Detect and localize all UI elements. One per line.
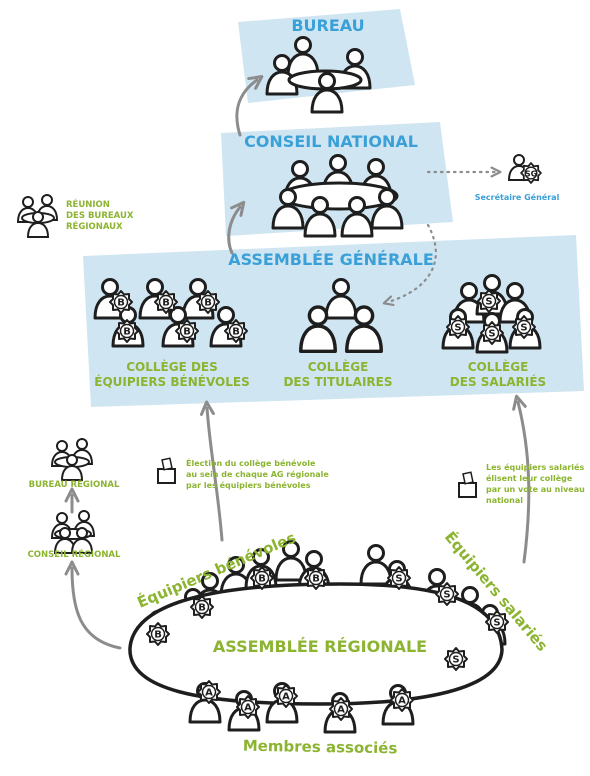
badge-icon: S	[387, 566, 411, 590]
svg-text:S: S	[520, 323, 527, 334]
bureau-regional-label: BUREAU RÉGIONAL	[29, 478, 120, 490]
reunion-bureaux-icon	[17, 194, 58, 238]
arrow-icon	[227, 200, 246, 255]
reunion-line3: RÉGIONAUX	[66, 220, 123, 232]
svg-text:S: S	[452, 655, 459, 666]
badge-icon: A	[329, 697, 353, 721]
college-benevoles-line2: ÉQUIPIERS BÉNÉVOLES	[94, 374, 249, 389]
badge-icon: B	[224, 319, 248, 343]
svg-text:B: B	[232, 327, 240, 338]
svg-text:S: S	[488, 329, 495, 340]
svg-text:A: A	[337, 705, 345, 716]
ballot-box-icon	[458, 471, 477, 498]
ballot-box-icon	[157, 457, 176, 484]
assemblee-regionale-title: ASSEMBLÉE RÉGIONALE	[213, 637, 427, 656]
bureau-regional-icon	[51, 438, 93, 481]
badge-icon: B	[190, 595, 214, 619]
arrow-icon	[199, 400, 224, 542]
election-salaries-line3: par un vote au niveau	[486, 485, 585, 494]
election-salaries-line4: national	[486, 496, 523, 505]
badge-icon: S	[485, 610, 509, 634]
college-salaries-line2: DES SALARIÉS	[450, 374, 546, 389]
badge-icon: A	[197, 680, 221, 704]
college-titulaires-line1: COLLÈGE	[308, 359, 369, 374]
badge-icon: B	[304, 566, 328, 590]
election-benevole-line2: au sein de chaque AG régionale	[186, 469, 329, 479]
college-salaries-line1: COLLÈGE	[468, 359, 529, 374]
svg-text:A: A	[282, 692, 290, 703]
badge-icon: A	[236, 695, 260, 719]
badge-icon: S	[480, 321, 504, 345]
election-benevole-line3: par les équipiers bénévoles	[186, 480, 311, 490]
svg-text:S: S	[485, 297, 492, 308]
badge-icon: B	[115, 319, 139, 343]
conseil-national-title: CONSEIL NATIONAL	[244, 132, 418, 151]
svg-text:B: B	[183, 327, 191, 338]
bureau-title: BUREAU	[291, 16, 364, 35]
reunion-line1: RÉUNION	[66, 198, 110, 210]
college-salaries-icon: S S S S	[441, 274, 542, 354]
reunion-line2: DES BUREAUX	[66, 211, 134, 221]
assemblee-regionale-meeting-icon: B B B B S S S S A A A A A	[128, 540, 509, 734]
election-benevole-line1: Élection du collège bénévole	[186, 457, 316, 468]
badge-icon: S	[477, 289, 501, 313]
badge-icon: B	[154, 290, 178, 314]
election-salaries-line2: élisent leur collège	[486, 473, 573, 483]
college-benevoles-icon: B B B B B B	[93, 278, 248, 348]
svg-text:S: S	[493, 618, 500, 629]
group-label-associes: Membres associés	[243, 737, 398, 758]
svg-text:A: A	[398, 696, 406, 707]
badge-icon: S	[444, 647, 468, 671]
election-salaries-line1: Les équipiers salariés	[486, 462, 584, 472]
badge-icon: S	[446, 315, 470, 339]
svg-text:A: A	[205, 688, 213, 699]
svg-text:B: B	[312, 574, 320, 585]
badge-icon: B	[250, 566, 274, 590]
svg-text:S: S	[454, 323, 461, 334]
svg-text:B: B	[154, 630, 162, 641]
secretaire-general-label: Secrétaire Général	[475, 192, 560, 202]
badge-icon: S	[435, 582, 459, 606]
svg-text:B: B	[258, 574, 266, 585]
arrow-icon	[64, 560, 122, 650]
badge-icon: S	[512, 315, 536, 339]
svg-text:B: B	[123, 327, 131, 338]
svg-text:S: S	[395, 574, 402, 585]
assemblee-generale-panel	[83, 235, 584, 407]
svg-text:B: B	[117, 298, 125, 309]
conseil-regional-label: CONSEIL RÉGIONAL	[28, 548, 121, 560]
college-titulaires-line2: DES TITULAIRES	[283, 375, 392, 389]
conseil-national-meeting-icon	[271, 154, 404, 238]
badge-icon: A	[390, 688, 414, 712]
svg-text:A: A	[244, 703, 252, 714]
bureau-meeting-icon	[265, 36, 372, 114]
svg-text:B: B	[204, 298, 212, 309]
badge-icon: A	[274, 684, 298, 708]
assemblee-generale-title: ASSEMBLÉE GÉNÉRALE	[228, 250, 434, 269]
svg-text:B: B	[162, 298, 170, 309]
arrow-icon	[512, 394, 531, 564]
badge-icon: B	[175, 319, 199, 343]
badge-icon: B	[109, 290, 133, 314]
secretaire-general-icon: SG	[508, 154, 542, 184]
badge-icon: B	[146, 622, 170, 646]
svg-text:SG: SG	[525, 170, 537, 179]
conseil-regional-icon	[51, 510, 95, 554]
college-benevoles-line1: COLLÈGE DES	[126, 359, 218, 374]
arrow-icon	[235, 75, 264, 137]
svg-text:S: S	[443, 590, 450, 601]
badge-icon: B	[196, 290, 220, 314]
arrow-icon	[382, 223, 437, 307]
svg-text:B: B	[198, 603, 206, 614]
